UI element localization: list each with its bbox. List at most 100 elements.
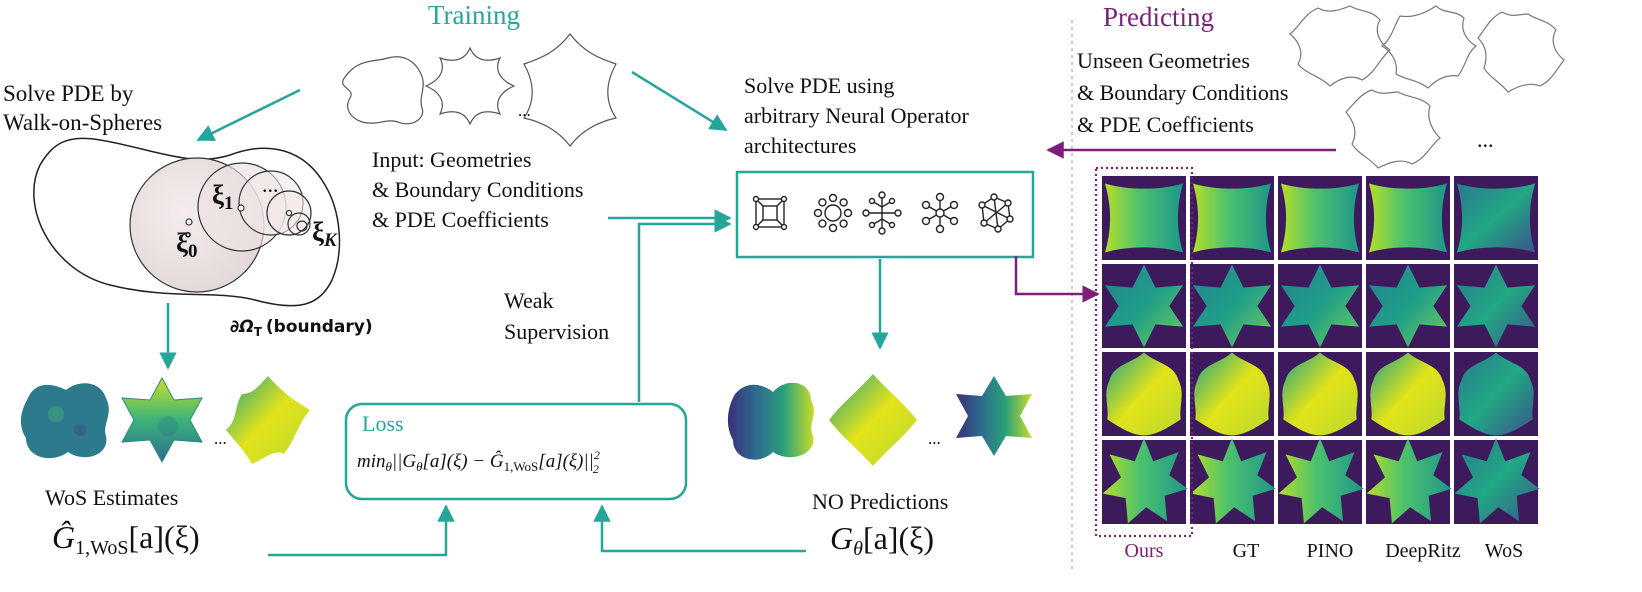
unseen-geometry-1	[1289, 5, 1392, 87]
wos-estimate-dots: ...	[214, 429, 227, 448]
result-cell-shape	[1192, 264, 1272, 348]
grid-label-deepritz: DeepRitz	[1385, 540, 1461, 562]
input-line1: Input: Geometries	[372, 147, 531, 172]
wos-estimate-shape-1	[20, 383, 109, 459]
wos-steps-dots: ...	[262, 172, 279, 197]
grid-label-gt: GT	[1233, 540, 1260, 562]
grid-label-pino: PINO	[1307, 540, 1354, 562]
no-prediction-shape-2	[829, 374, 917, 466]
no-prediction-shape-1	[727, 382, 814, 460]
input-line2: & Boundary Conditions	[372, 177, 583, 202]
result-cell-shape	[1366, 438, 1452, 524]
result-cell	[1190, 176, 1274, 260]
result-cell	[1454, 352, 1538, 436]
wos-domain-blob	[33, 137, 341, 307]
result-cell-shape	[1280, 183, 1360, 253]
arrow-input-to-no	[631, 70, 728, 132]
input-geometry-1	[342, 56, 424, 125]
result-cell-shape	[1454, 438, 1540, 524]
arrow-weak-supervision	[637, 215, 732, 402]
unseen-geometry-2	[1380, 5, 1478, 89]
result-cell	[1102, 352, 1186, 436]
unseen-dots: ...	[1477, 127, 1494, 152]
result-cell	[1366, 176, 1450, 260]
wos-estimates-label: WoS Estimates	[45, 485, 178, 510]
result-cell	[1190, 352, 1274, 436]
wos-point-0	[185, 218, 193, 226]
result-cell	[1278, 176, 1362, 260]
training-header: Training	[428, 0, 520, 30]
result-cell	[1278, 352, 1362, 436]
unseen-line2: & Boundary Conditions	[1077, 80, 1288, 105]
input-geometry-dots: ...	[518, 101, 531, 120]
mesh-network-icon	[978, 193, 1014, 233]
result-cell-shape	[1370, 352, 1446, 436]
result-cell-shape	[1278, 438, 1364, 524]
result-cell	[1190, 438, 1276, 524]
weak-line1: Weak	[504, 288, 554, 313]
result-cell	[1454, 176, 1538, 260]
result-cell	[1366, 352, 1450, 436]
result-cell	[1366, 264, 1450, 348]
arrow-predictions-to-loss	[593, 504, 806, 553]
tree-network-icon	[862, 191, 902, 235]
wos-xi0: ξ̊0	[176, 228, 198, 262]
unseen-geometry-3	[1477, 11, 1565, 93]
grid-label-wos: WoS	[1485, 540, 1523, 562]
no-prediction-shape-3	[956, 376, 1032, 456]
input-geometry-3	[523, 33, 617, 147]
result-cell-shape	[1456, 264, 1536, 348]
wos-title-line2: Walk-on-Spheres	[3, 110, 162, 135]
result-cell	[1190, 264, 1274, 348]
result-cell-shape	[1102, 438, 1188, 524]
result-cell	[1454, 264, 1538, 348]
result-cell-shape	[1104, 264, 1184, 348]
unseen-geometry-4	[1345, 89, 1441, 169]
ring-network-icon	[813, 193, 853, 233]
result-cell-shape	[1280, 264, 1360, 348]
solve-line3: architectures	[744, 133, 856, 158]
result-cell	[1278, 264, 1362, 348]
result-cell-shape	[1368, 183, 1448, 253]
results-grid	[1102, 176, 1540, 524]
result-cell	[1278, 438, 1364, 524]
wos-xi1: ξ1	[212, 180, 234, 214]
result-cell-shape	[1106, 352, 1182, 436]
wos-sphere-5	[296, 220, 308, 232]
neural-operator-box	[735, 170, 1035, 259]
result-cell-shape	[1456, 183, 1536, 253]
solve-line1: Solve PDE using	[744, 73, 894, 98]
arrow-no-to-results	[1014, 256, 1100, 303]
wos-title-line1: Solve PDE by	[3, 81, 134, 106]
loss-box	[344, 402, 688, 501]
result-cell-shape	[1104, 183, 1184, 253]
result-cell	[1454, 438, 1540, 524]
arrow-estimates-to-loss	[268, 504, 455, 557]
wos-xik: ξK	[312, 217, 338, 251]
wos-estimate-shape-2	[121, 376, 203, 464]
input-line3: & PDE Coefficients	[372, 207, 549, 232]
ours-highlight-box	[1094, 166, 1194, 538]
grid-labels: Ours GT PINO DeepRitz WoS	[1125, 540, 1524, 562]
no-prediction-dots: ...	[928, 429, 941, 448]
wos-point-1	[237, 204, 245, 212]
result-cell	[1102, 264, 1186, 348]
input-geometry-2	[424, 46, 516, 126]
wos-sphere-4	[287, 212, 311, 236]
weak-line2: Supervision	[504, 319, 609, 344]
predicting-header: Predicting	[1103, 2, 1214, 32]
wos-estimate-shape-3	[226, 376, 310, 464]
result-cell-shape	[1458, 352, 1534, 436]
result-cell	[1366, 438, 1452, 524]
result-cell-shape	[1190, 438, 1276, 524]
grid-label-ours: Ours	[1125, 540, 1164, 562]
result-cell-shape	[1282, 352, 1358, 436]
no-predictions-label: NO Predictions	[812, 489, 948, 514]
wos-estimates-formula: Ĝ1,WoS[a](ξ)	[52, 519, 200, 559]
result-cell-shape	[1192, 183, 1272, 253]
result-cell-shape	[1368, 264, 1448, 348]
unseen-line1: Unseen Geometries	[1077, 48, 1250, 73]
result-cell-shape	[1194, 352, 1270, 436]
